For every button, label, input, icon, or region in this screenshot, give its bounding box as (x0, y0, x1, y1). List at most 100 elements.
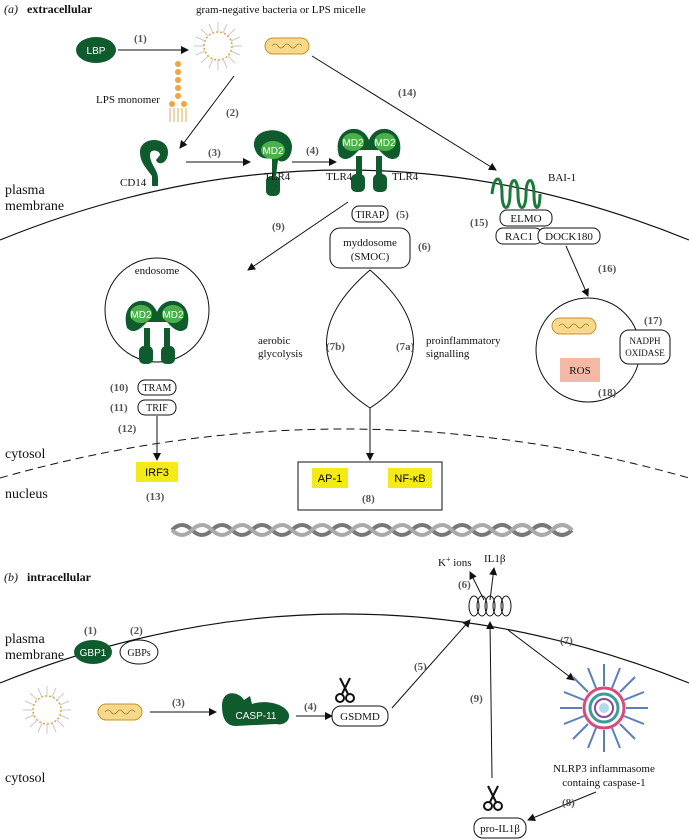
plasma-membrane-a (0, 169, 689, 241)
aerobic-label: aerobic (258, 335, 290, 347)
step-b-6: (6) (458, 579, 471, 591)
k-ions-label: K+ ions (438, 555, 472, 569)
lps-micelle-b (22, 685, 72, 735)
step-a-12: (12) (118, 423, 137, 435)
oxidase-label: OXIDASE (625, 348, 665, 358)
panel-b-letter: (b) (4, 570, 18, 584)
glycolysis-label: glycolysis (258, 348, 303, 360)
md2-label-4: MD2 (130, 310, 152, 321)
proinflammatory-label: proinflammatory (426, 335, 501, 347)
bacteria-label: gram-negative bacteria or LPS micelle (196, 4, 366, 16)
plasma-label-b: plasma (5, 632, 45, 647)
gsdmd-box (331, 705, 389, 727)
pro-il1b-label: pro-IL1β (480, 823, 520, 835)
signalling-label: signalling (426, 348, 470, 360)
step-a-9: (9) (272, 221, 285, 233)
step-a-13: (13) (146, 491, 165, 503)
bacterium-phagosome (551, 317, 597, 335)
bai1-label: BAI-1 (548, 172, 576, 184)
trif-box (137, 399, 177, 416)
elmo-label: ELMO (510, 213, 541, 225)
arrow-b-5 (391, 619, 471, 709)
membrane-label-a: membrane (5, 199, 64, 214)
ros-box (560, 358, 600, 382)
dock180-label: DOCK180 (545, 231, 593, 243)
nlrp3-inflammasome (560, 664, 648, 752)
rac1-label: RAC1 (505, 231, 533, 243)
nlrp3-label: NLRP3 inflammasome (553, 763, 655, 775)
panel-a-letter: (a) (4, 2, 18, 16)
myddosome-box (329, 227, 411, 269)
arrow-b-9 (486, 621, 495, 779)
cd14-label: CD14 (120, 177, 147, 189)
elmo-box (499, 209, 553, 227)
tlr4-md2-endosomal-dimer: MD2 MD2 (125, 300, 189, 364)
arrow-b-il1b (489, 567, 498, 601)
step-a-14: (14) (398, 87, 417, 99)
step-a-17: (17) (644, 315, 663, 327)
ap1-label: AP-1 (318, 473, 342, 485)
gbps-protein (119, 639, 159, 665)
panel-b-title: intracellular (27, 570, 92, 584)
step-a-11: (11) (110, 402, 128, 414)
il1b-label-top: IL1β (484, 553, 506, 565)
tirap-box (351, 205, 389, 223)
step-a-5: (5) (396, 209, 409, 221)
signalling-lens (326, 269, 414, 409)
cytosol-label-a: cytosol (5, 447, 46, 462)
ions-word: ions (450, 557, 471, 569)
step-a-2: (2) (226, 107, 239, 119)
md2-label-5: MD2 (162, 310, 184, 321)
gbp1-label: GBP1 (80, 648, 107, 659)
gbp1-protein (74, 640, 112, 664)
myddosome-label: myddosome (343, 237, 397, 249)
lps-micelle (193, 21, 243, 71)
tram-label: TRAM (143, 383, 172, 394)
tlr4-md2-dimer: MD2 MD2 (337, 128, 401, 192)
panel-a-title: extracellular (27, 2, 93, 16)
lbp-label: LBP (87, 46, 106, 57)
trif-label: TRIF (146, 403, 168, 414)
casp11-protein (222, 693, 290, 726)
dock180-box (537, 227, 601, 245)
bai1-receptor (490, 177, 542, 209)
step-a-16: (16) (598, 263, 617, 275)
cd14-receptor (140, 140, 168, 186)
irf3-box (136, 462, 178, 482)
step-a-15: (15) (470, 217, 489, 229)
nadph-label: NADPH (629, 336, 661, 346)
step-a-7b: (7b) (326, 341, 345, 353)
scissors-icon-2 (483, 785, 503, 811)
nucleus-label: nucleus (5, 487, 48, 502)
step-b-1: (1) (84, 625, 97, 637)
step-b-8: (8) (562, 797, 575, 809)
arrow-a-2 (179, 75, 235, 149)
arrow-a-16 (565, 245, 589, 297)
k-superscript: + (446, 555, 451, 564)
irf3-label: IRF3 (145, 467, 169, 479)
step-b-3: (3) (172, 697, 185, 709)
tlr4-label-1: TLR4 (264, 171, 291, 183)
endosome (104, 257, 210, 363)
step-a-7a: (7a) (396, 341, 415, 353)
step-a-10: (10) (110, 382, 129, 394)
smoc-label: (SMOC) (351, 251, 390, 263)
arrow-a-14 (311, 55, 497, 171)
gbps-label: GBPs (127, 648, 150, 659)
tlr4-label-3: TLR4 (392, 171, 419, 183)
step-a-6: (6) (418, 241, 431, 253)
step-a-4: (4) (306, 145, 319, 157)
caspase1-label: containg caspase-1 (562, 777, 645, 789)
md2-label-1: MD2 (262, 146, 284, 157)
md2-label-3: MD2 (374, 138, 396, 149)
bacterium-b (97, 703, 143, 721)
plasma-label-a: plasma (5, 183, 45, 198)
tlr4-md2-monomer: MD2 (253, 130, 292, 196)
arrow-a-9 (247, 201, 349, 271)
tlr4-label-2: TLR4 (326, 171, 353, 183)
step-a-1: (1) (134, 33, 147, 45)
membrane-label-b: membrane (5, 648, 64, 663)
tram-box (137, 379, 177, 396)
k-letter: K (438, 557, 446, 569)
step-b-5: (5) (414, 661, 427, 673)
